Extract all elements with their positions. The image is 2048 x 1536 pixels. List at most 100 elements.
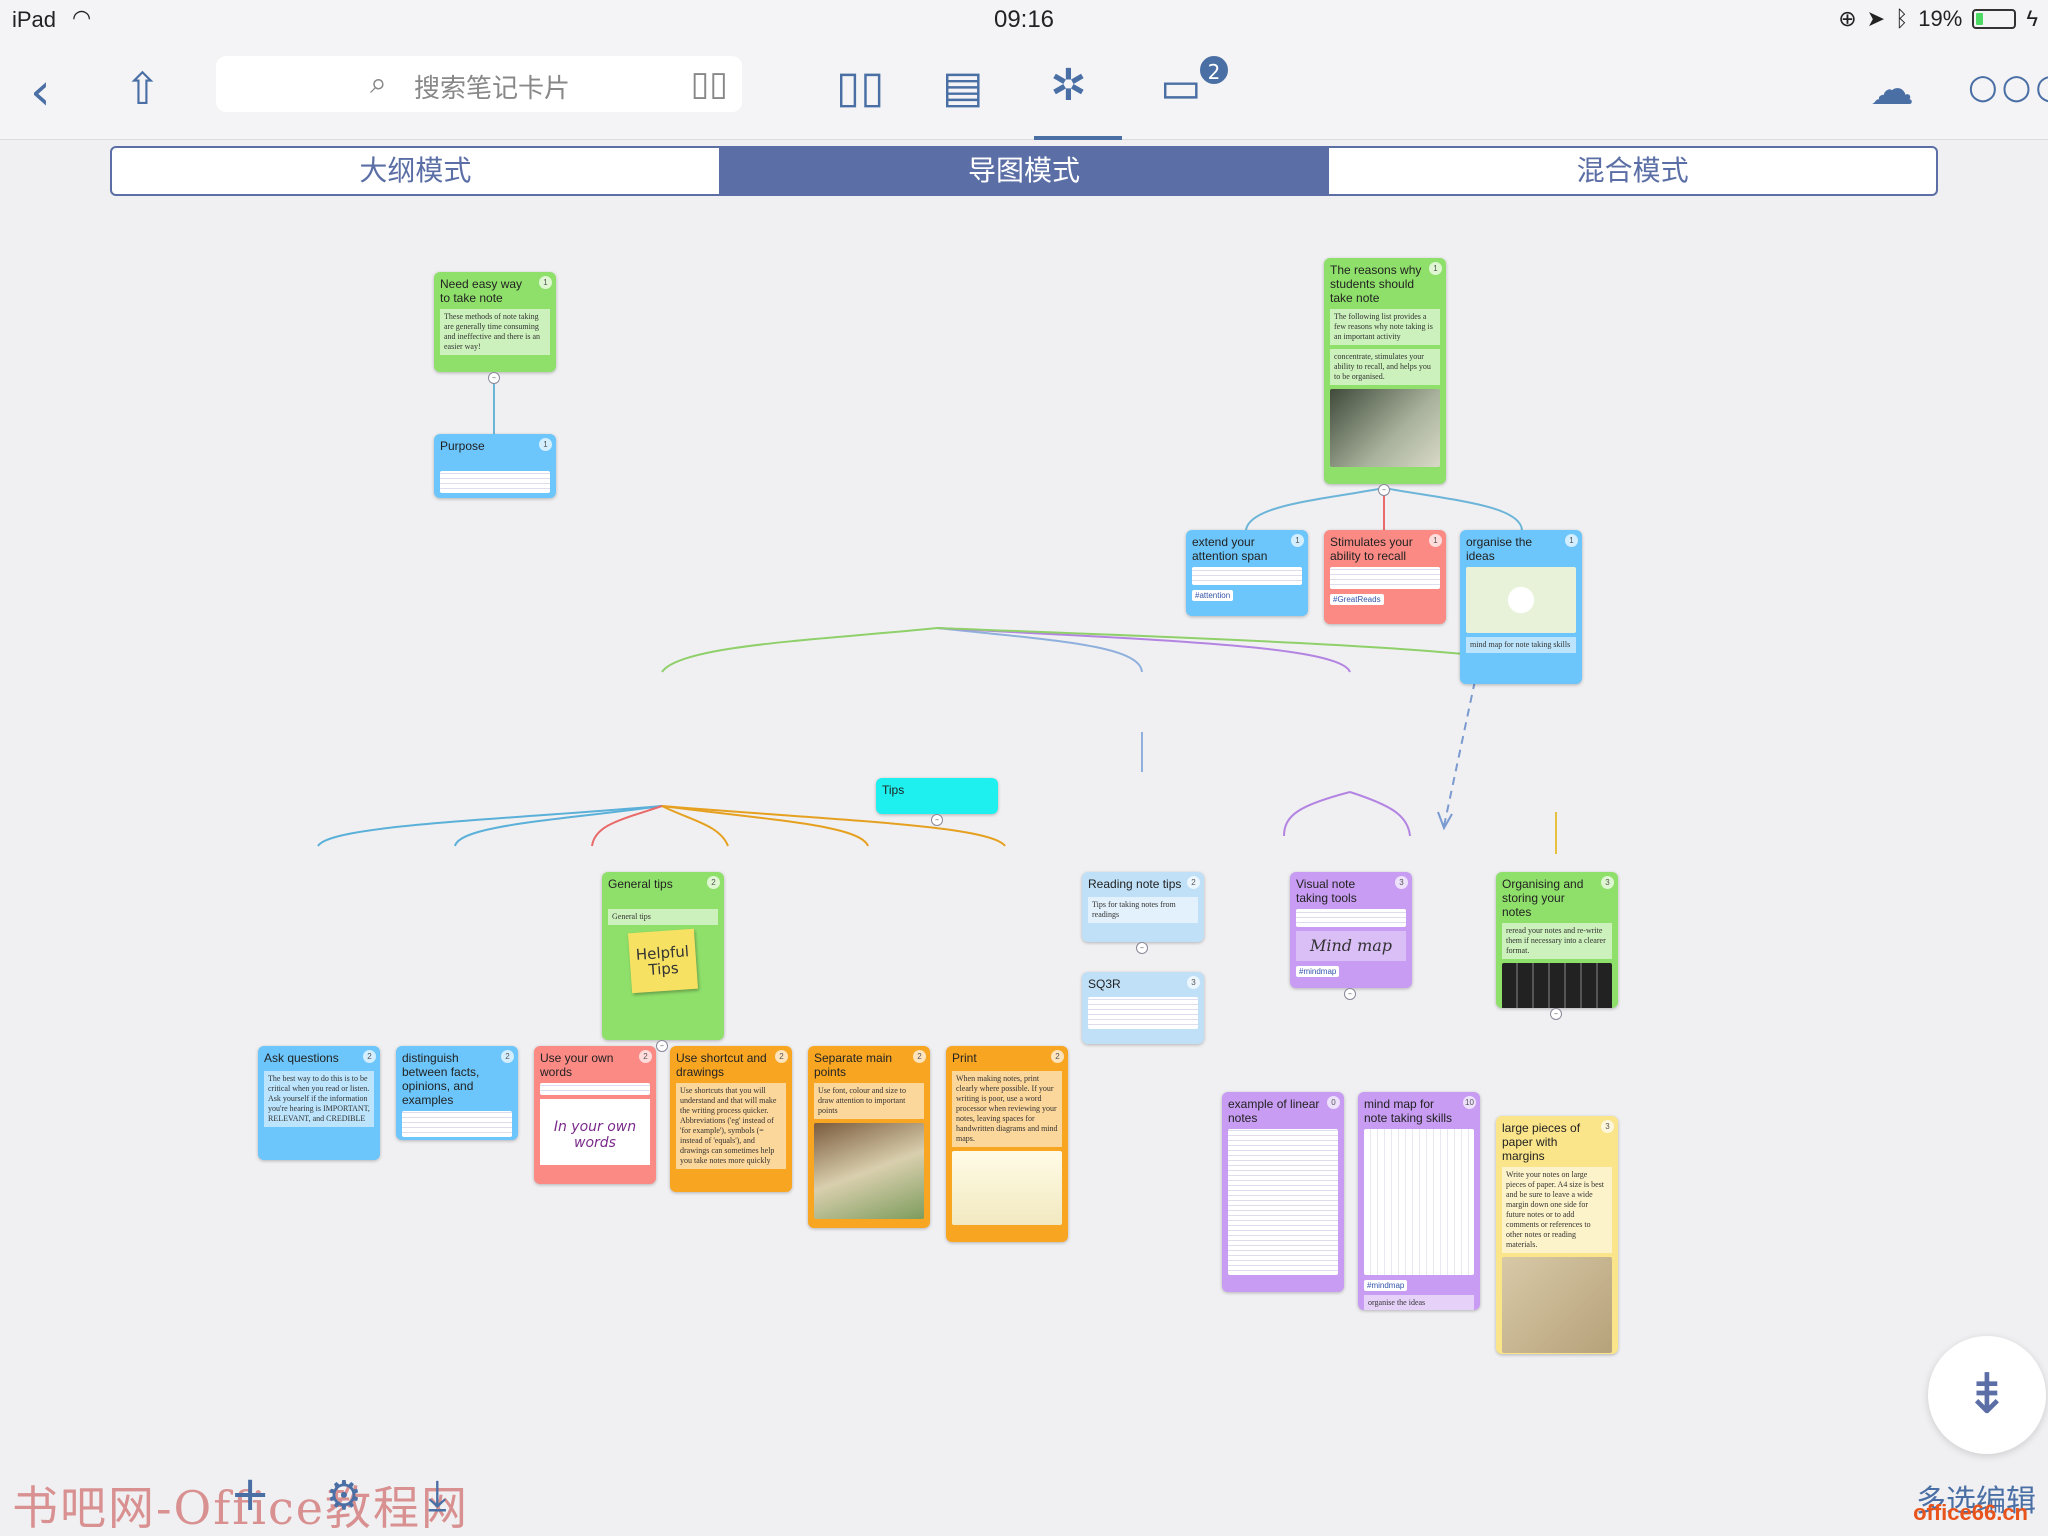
card-title: Print bbox=[952, 1051, 977, 1065]
card-reading-tips[interactable]: Reading note tips 2 Tips for taking note… bbox=[1082, 872, 1204, 942]
card-preview bbox=[540, 1083, 650, 1095]
card-separate-points[interactable]: Separate main points 2 Use font, colour … bbox=[808, 1046, 930, 1228]
status-right: ⊕ ➤ ᛒ 19% ϟ bbox=[1838, 6, 2038, 32]
card-stimulates[interactable]: Stimulates your ability to recall 1 #Gre… bbox=[1324, 530, 1446, 624]
card-preview bbox=[1330, 567, 1440, 589]
import-icon[interactable]: ⤓ bbox=[428, 1470, 447, 1519]
card-count: 3 bbox=[1395, 876, 1408, 889]
card-general-tips[interactable]: General tips 2 General tips Helpful Tips bbox=[602, 872, 724, 1040]
card-mindmap-skills[interactable]: mind map for note taking skills 10 #mind… bbox=[1358, 1092, 1480, 1310]
more-icon[interactable]: ○○○ bbox=[1968, 67, 2048, 107]
back-icon[interactable]: ‹ bbox=[30, 62, 51, 122]
card-tag[interactable]: #attention bbox=[1192, 590, 1234, 601]
charging-icon: ϟ bbox=[2026, 6, 2038, 31]
book-icon[interactable]: ▯▯ bbox=[690, 64, 728, 104]
mindmap-script-image: Mind map bbox=[1296, 931, 1406, 961]
mode-mindmap[interactable]: 导图模式 bbox=[720, 148, 1330, 194]
cards-badge: 2 bbox=[1198, 54, 1230, 86]
card-title: organise the ideas bbox=[1466, 535, 1533, 563]
card-own-words[interactable]: Use your own words 2 In your own words bbox=[534, 1046, 656, 1184]
collapse-toggle[interactable]: – bbox=[931, 814, 943, 826]
card-body: These methods of note taking are general… bbox=[440, 309, 550, 355]
device-name: iPad bbox=[12, 7, 57, 32]
add-icon[interactable]: + bbox=[230, 1466, 271, 1522]
mode-mixed[interactable]: 混合模式 bbox=[1576, 154, 1689, 187]
card-title: Visual note taking tools bbox=[1296, 877, 1357, 905]
card-body: reread your notes and re-write them if n… bbox=[1502, 923, 1612, 959]
card-count: 2 bbox=[501, 1050, 514, 1063]
card-body: When making notes, print clearly where p… bbox=[952, 1071, 1062, 1147]
reader-icon[interactable]: ▯▯ bbox=[836, 62, 885, 113]
card-organising[interactable]: Organising and storing your notes 3 rere… bbox=[1496, 872, 1618, 1008]
card-linear-notes[interactable]: example of linear notes 0 bbox=[1222, 1092, 1344, 1292]
card-image bbox=[814, 1123, 924, 1219]
search-placeholder: 搜索笔记卡片 bbox=[414, 74, 571, 104]
card-organise[interactable]: organise the ideas 1 mind map for note t… bbox=[1460, 530, 1582, 684]
card-title: mind map for note taking skills bbox=[1364, 1097, 1453, 1125]
watermark: 书吧网-Office教程网 bbox=[12, 1481, 470, 1535]
card-image bbox=[1330, 389, 1440, 467]
card-extend[interactable]: extend your attention span 1 #attention bbox=[1186, 530, 1308, 616]
multi-select-edit-button[interactable]: 多选编辑 bbox=[1916, 1484, 2036, 1519]
card-preview bbox=[440, 471, 550, 493]
own-words-image: In your own words bbox=[540, 1099, 650, 1165]
collapse-all-button[interactable]: ⇟ bbox=[1928, 1336, 2046, 1454]
collapse-toggle[interactable]: – bbox=[1550, 1008, 1562, 1020]
card-purpose[interactable]: Purpose 1 bbox=[434, 434, 556, 498]
share-icon[interactable]: ⇧ bbox=[124, 64, 161, 115]
card-body: Tips for taking notes from readings bbox=[1088, 897, 1198, 923]
card-count: 1 bbox=[1429, 534, 1442, 547]
card-distinguish[interactable]: distinguish between facts, opinions, and… bbox=[396, 1046, 518, 1140]
search-icon: ⌕ bbox=[370, 66, 387, 101]
card-large-paper[interactable]: large pieces of paper with margins 3 Wri… bbox=[1496, 1116, 1618, 1354]
collapse-toggle[interactable]: – bbox=[1136, 942, 1148, 954]
battery-fill bbox=[1976, 13, 1984, 25]
card-preview bbox=[1228, 1129, 1338, 1275]
card-tag[interactable]: #mindmap bbox=[1364, 1280, 1408, 1291]
card-count: 1 bbox=[539, 276, 552, 289]
card-body-2: concentrate, stimulates your ability to … bbox=[1330, 349, 1440, 385]
outline-view-icon[interactable]: ▤ bbox=[942, 62, 984, 113]
card-title: The reasons why students should take not… bbox=[1330, 263, 1422, 305]
card-title: Tips bbox=[882, 783, 905, 797]
cloud-sync-icon[interactable]: ☁ bbox=[1870, 64, 1914, 115]
card-tips-root[interactable]: Tips bbox=[876, 778, 998, 814]
card-title: Purpose bbox=[440, 439, 485, 453]
collapse-toggle[interactable]: – bbox=[488, 372, 500, 384]
collapse-toggle[interactable]: – bbox=[1378, 484, 1390, 496]
card-count: 3 bbox=[1601, 1120, 1614, 1133]
card-tag[interactable]: #mindmap bbox=[1296, 966, 1340, 977]
mindmap-canvas[interactable]: Need easy way to take note 1 These metho… bbox=[0, 200, 2048, 1536]
card-body: The following list provides a few reason… bbox=[1330, 309, 1440, 345]
card-title: Use your own words bbox=[540, 1051, 614, 1079]
collapse-toggle[interactable]: – bbox=[1344, 988, 1356, 1000]
card-title: Reading note tips bbox=[1088, 877, 1182, 891]
card-sq3r[interactable]: SQ3R 3 bbox=[1082, 972, 1204, 1044]
active-view-indicator bbox=[1034, 136, 1122, 140]
card-preview bbox=[1192, 567, 1302, 585]
card-ask-questions[interactable]: Ask questions 2 The best way to do this … bbox=[258, 1046, 380, 1160]
battery-percent: 19% bbox=[1918, 6, 1963, 31]
card-body: Use shortcuts that you will understand a… bbox=[676, 1083, 786, 1169]
battery-icon bbox=[1972, 9, 2017, 29]
search-input[interactable]: ⌕ 搜索笔记卡片 ▯▯ bbox=[216, 56, 742, 112]
cards-view-icon[interactable]: ▭ bbox=[1160, 62, 1202, 113]
card-tag[interactable]: #GreatReads bbox=[1330, 594, 1384, 605]
card-link[interactable]: organise the ideas bbox=[1364, 1295, 1474, 1310]
toolbar: ‹ ⇧ ⌕ 搜索笔记卡片 ▯▯ ▯▯ ▤ ✲ ▭ 2 ☁ ○○○ bbox=[0, 40, 2048, 140]
mode-outline[interactable]: 大纲模式 bbox=[112, 148, 721, 194]
card-need-easy[interactable]: Need easy way to take note 1 These metho… bbox=[434, 272, 556, 372]
card-visual-tools[interactable]: Visual note taking tools 3 Mind map #min… bbox=[1290, 872, 1412, 988]
card-image bbox=[952, 1151, 1062, 1225]
card-shortcut[interactable]: Use shortcut and drawings 2 Use shortcut… bbox=[670, 1046, 792, 1192]
mindmap-view-icon[interactable]: ✲ bbox=[1050, 60, 1087, 111]
card-count: 2 bbox=[775, 1050, 788, 1063]
card-body: Use font, colour and size to draw attent… bbox=[814, 1083, 924, 1119]
collapse-toggle[interactable]: – bbox=[656, 1040, 668, 1052]
card-reasons[interactable]: The reasons why students should take not… bbox=[1324, 258, 1446, 484]
settings-icon[interactable]: ⚙ bbox=[326, 1473, 362, 1519]
card-print[interactable]: Print 2 When making notes, print clearly… bbox=[946, 1046, 1068, 1242]
card-link[interactable]: mind map for note taking skills bbox=[1466, 637, 1576, 653]
card-preview bbox=[402, 1111, 512, 1137]
card-title: Need easy way to take note bbox=[440, 277, 523, 305]
